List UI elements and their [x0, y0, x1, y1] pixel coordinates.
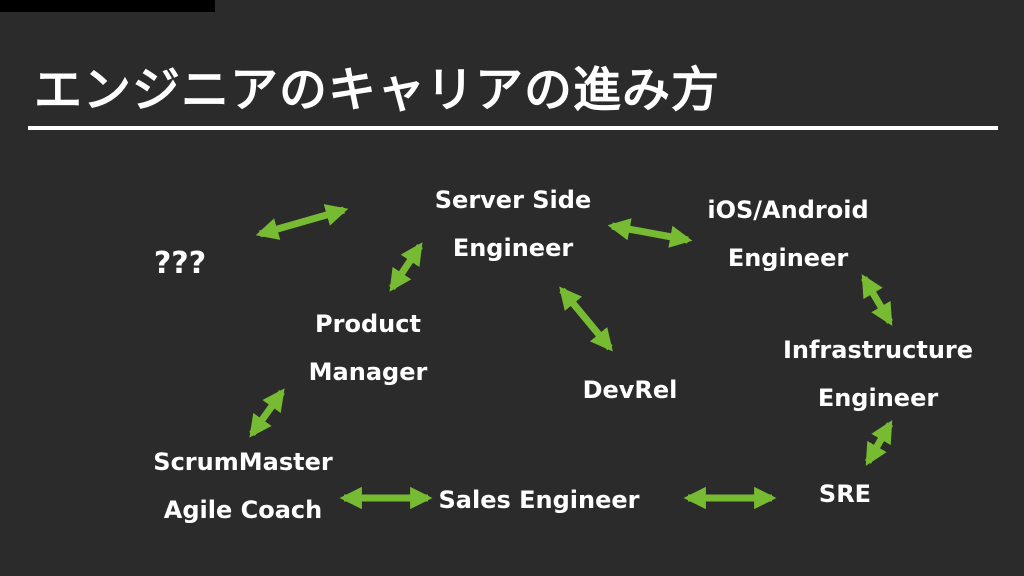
node-infrastructure-engineer: Infrastructure Engineer [766, 326, 990, 422]
arrow-ios-infrastructure [860, 274, 894, 326]
node-ios-android-line2: Engineer [727, 244, 849, 272]
node-sre-label: SRE [818, 480, 872, 508]
node-ios-android-line1: iOS/Android [707, 196, 869, 224]
node-infrastructure-line1: Infrastructure [782, 336, 974, 364]
node-scrum-master: ScrumMaster Agile Coach [136, 438, 350, 534]
node-product-manager: Product Manager [298, 300, 438, 396]
arrow-server-side-devrel [559, 286, 613, 352]
node-sre: SRE [800, 470, 890, 518]
node-devrel: DevRel [570, 366, 690, 414]
arrow-server-side-ios [607, 218, 693, 248]
node-devrel-label: DevRel [582, 376, 678, 404]
arrow-pm-server-side [389, 242, 423, 292]
arrow-scrum-pm [249, 388, 285, 438]
node-server-side-engineer: Server Side Engineer [418, 176, 608, 272]
node-server-side-line1: Server Side [434, 186, 592, 214]
node-product-manager-line2: Manager [308, 358, 428, 386]
title-divider [28, 126, 998, 130]
arrow-infrastructure-sre [864, 420, 894, 466]
node-infrastructure-line2: Engineer [817, 384, 939, 412]
node-ios-android-engineer: iOS/Android Engineer [690, 186, 886, 282]
node-sales-engineer: Sales Engineer [428, 476, 650, 524]
node-scrum-master-line2: Agile Coach [163, 496, 323, 524]
arrow-unknown-server-side [255, 204, 349, 240]
node-sales-engineer-label: Sales Engineer [438, 486, 640, 514]
node-unknown: ??? [140, 240, 220, 288]
node-scrum-master-line1: ScrumMaster [153, 448, 333, 476]
node-server-side-line2: Engineer [452, 234, 574, 262]
top-bar [0, 0, 215, 12]
node-product-manager-line1: Product [315, 310, 421, 338]
slide-title: エンジニアのキャリアの進み方 [34, 62, 721, 118]
node-unknown-label: ??? [153, 246, 207, 281]
